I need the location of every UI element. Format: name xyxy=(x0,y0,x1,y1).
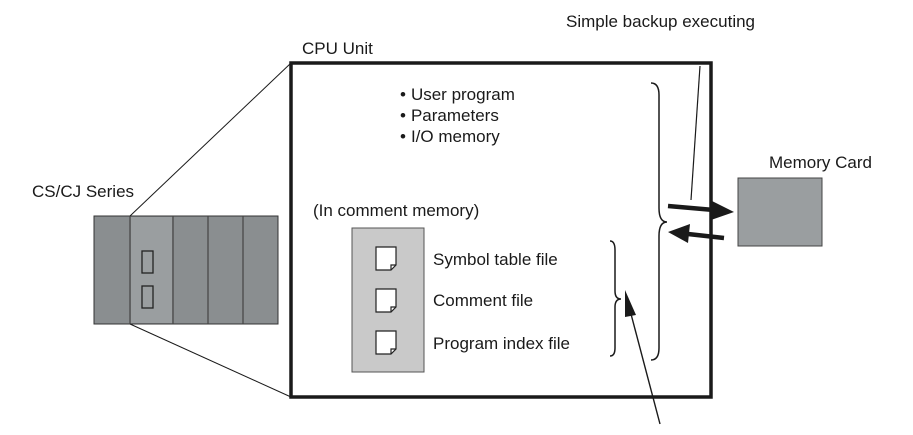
comment-memory-label: (In comment memory) xyxy=(313,201,480,220)
cpu-content-item: I/O memory xyxy=(400,126,515,147)
restore-arrow-from-card xyxy=(668,224,725,243)
simple-backup-label: Simple backup executing xyxy=(566,12,756,31)
cs-cj-series-label: CS/CJ Series xyxy=(32,182,135,201)
cpu-indicator-upper xyxy=(141,250,154,274)
zoom-line-top xyxy=(129,62,292,217)
symbol-table-file-icon xyxy=(375,246,397,271)
comment-file-icon xyxy=(375,288,397,313)
files-pointer-arrow xyxy=(625,290,661,425)
simple-backup-pointer xyxy=(690,65,701,201)
cpu-content-text: Parameters xyxy=(410,106,499,125)
symbol-table-file-label: Symbol table file xyxy=(433,250,558,269)
memory-card-label: Memory Card xyxy=(769,153,872,172)
backup-arrow-to-card xyxy=(667,201,734,220)
cpu-content-item: Parameters xyxy=(400,105,515,126)
cpu-content-text: I/O memory xyxy=(410,127,500,146)
comment-file-label: Comment file xyxy=(433,291,534,310)
cpu-content-text: User program xyxy=(410,85,515,104)
cpu-contents-brace xyxy=(650,82,668,361)
cs-cj-plc-rack xyxy=(93,215,279,325)
memory-card xyxy=(737,177,823,247)
program-index-file-icon xyxy=(375,330,397,355)
zoom-line-bottom xyxy=(129,323,292,398)
cpu-unit-label: CPU Unit xyxy=(302,39,373,58)
cpu-contents-list: User program Parameters I/O memory xyxy=(400,84,515,147)
cpu-unit-frame xyxy=(289,61,713,399)
files-brace xyxy=(609,240,622,357)
cpu-content-item: User program xyxy=(400,84,515,105)
program-index-file-label: Program index file xyxy=(433,334,571,353)
cpu-indicator-lower xyxy=(141,285,154,309)
